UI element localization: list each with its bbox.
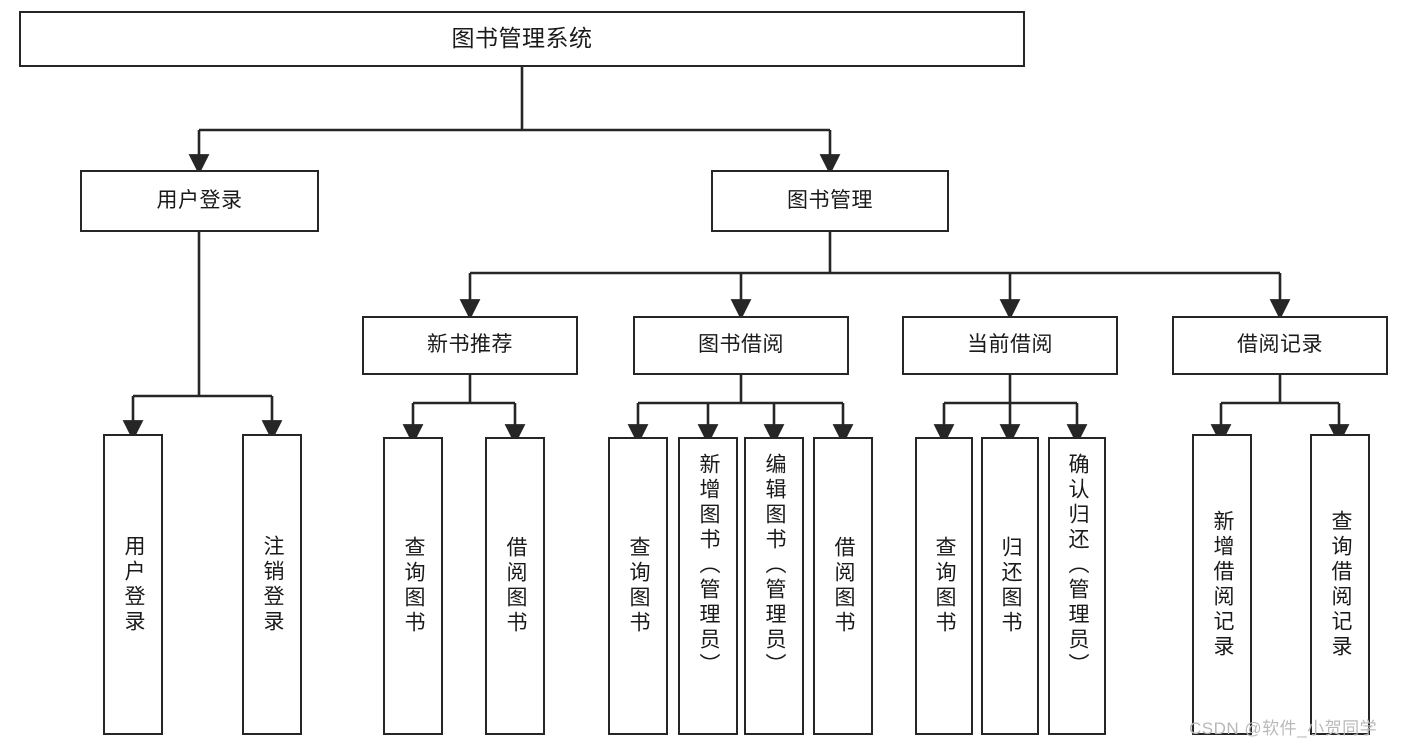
leaf-borrow-query-book[interactable]: 查询图书 [608, 437, 668, 735]
node-borrow-record[interactable]: 借阅记录 [1172, 316, 1388, 375]
leaf-user-login-signin[interactable]: 用户登录 [103, 434, 163, 735]
node-book-borrow-label: 图书借阅 [698, 333, 784, 357]
leaf-record-query-record-label: 查询借阅记录 [1329, 509, 1353, 660]
leaf-user-login-signin-label: 用户登录 [122, 534, 146, 635]
node-book-borrow[interactable]: 图书借阅 [633, 316, 849, 375]
leaf-current-confirm-return[interactable]: 确认归还（管理员） [1048, 437, 1106, 735]
leaf-recommend-borrow-book-label: 借阅图书 [504, 536, 528, 636]
leaf-recommend-query-book-label: 查询图书 [402, 536, 426, 636]
leaf-borrow-add-book-label: 新增图书（管理员） [697, 453, 721, 678]
leaf-current-query-book[interactable]: 查询图书 [915, 437, 973, 735]
node-root[interactable]: 图书管理系统 [19, 11, 1025, 67]
leaf-recommend-query-book[interactable]: 查询图书 [383, 437, 443, 735]
leaf-record-add-record[interactable]: 新增借阅记录 [1192, 434, 1252, 735]
leaf-borrow-query-book-label: 查询图书 [627, 536, 651, 636]
node-book-management-label: 图书管理 [787, 188, 873, 212]
node-new-book-recommend-label: 新书推荐 [427, 333, 513, 357]
leaf-current-query-book-label: 查询图书 [933, 536, 957, 636]
leaf-current-confirm-return-label: 确认归还（管理员） [1066, 453, 1090, 678]
node-current-borrow-label: 当前借阅 [967, 333, 1053, 357]
leaf-borrow-borrow-book-label: 借阅图书 [832, 536, 856, 636]
leaf-user-login-signout[interactable]: 注销登录 [242, 434, 302, 735]
csdn-watermark: CSDN @软件_小贺同学 [1189, 719, 1378, 738]
leaf-borrow-add-book[interactable]: 新增图书（管理员） [678, 437, 738, 735]
node-user-login-label: 用户登录 [156, 188, 243, 212]
node-current-borrow[interactable]: 当前借阅 [902, 316, 1118, 375]
leaf-current-return-book-label: 归还图书 [999, 536, 1023, 636]
node-root-label: 图书管理系统 [451, 25, 593, 52]
node-borrow-record-label: 借阅记录 [1237, 333, 1323, 357]
leaf-borrow-borrow-book[interactable]: 借阅图书 [813, 437, 873, 735]
node-user-login[interactable]: 用户登录 [80, 170, 319, 232]
leaf-record-add-record-label: 新增借阅记录 [1211, 509, 1235, 660]
leaf-borrow-edit-book-label: 编辑图书（管理员） [763, 453, 787, 678]
node-new-book-recommend[interactable]: 新书推荐 [362, 316, 578, 375]
node-book-management[interactable]: 图书管理 [711, 170, 949, 232]
leaf-user-login-signout-label: 注销登录 [261, 534, 285, 635]
leaf-recommend-borrow-book[interactable]: 借阅图书 [485, 437, 545, 735]
leaf-current-return-book[interactable]: 归还图书 [981, 437, 1039, 735]
leaf-borrow-edit-book[interactable]: 编辑图书（管理员） [744, 437, 804, 735]
leaf-record-query-record[interactable]: 查询借阅记录 [1310, 434, 1370, 735]
